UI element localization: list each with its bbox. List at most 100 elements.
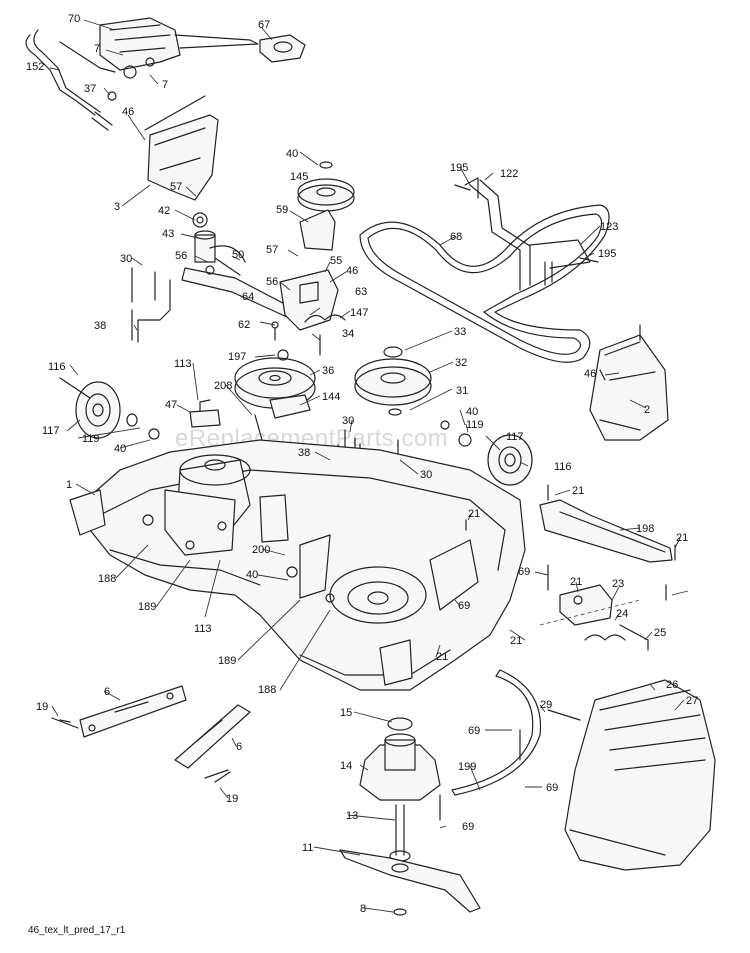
callout-label: 21 <box>436 651 448 663</box>
callout-label: 57 <box>266 244 278 256</box>
callout-label: 40 <box>246 569 258 581</box>
callout-label: 145 <box>290 171 308 183</box>
pulley-36 <box>234 357 316 419</box>
idler-pulley-145 <box>297 161 355 251</box>
callout-label: 25 <box>654 627 666 639</box>
callout-label: 8 <box>360 903 366 915</box>
fasteners <box>59 324 676 821</box>
belt-68 <box>359 204 610 363</box>
callout-label: 69 <box>468 725 480 737</box>
callout-label: 3 <box>114 201 120 213</box>
callout-label: 50 <box>232 249 244 261</box>
callout-label: 200 <box>252 544 270 556</box>
callout-label: 36 <box>322 365 334 377</box>
callout-label: 19 <box>36 701 48 713</box>
callout-label: 32 <box>455 357 467 369</box>
callout-label: 21 <box>572 485 584 497</box>
callout-label: 55 <box>330 255 342 267</box>
callout-label: 69 <box>546 782 558 794</box>
rods-and-bolts-left <box>131 267 263 441</box>
callout-labels: 70 67 7 7 152 37 46 3 57 42 43 56 50 40 … <box>26 13 698 915</box>
bracket-6-upper <box>51 685 187 738</box>
callout-label: 21 <box>570 576 582 588</box>
callout-label: 34 <box>342 328 354 340</box>
callout-label: 195 <box>598 248 616 260</box>
callout-label: 69 <box>518 566 530 578</box>
callout-label: 43 <box>162 228 174 240</box>
callout-label: 21 <box>676 532 688 544</box>
callout-label: 63 <box>355 286 367 298</box>
callout-label: 7 <box>94 43 100 55</box>
callout-label: 11 <box>302 842 313 854</box>
callout-label: 6 <box>236 741 242 753</box>
gauge-wheel-left <box>59 377 160 440</box>
callout-label: 30 <box>342 415 354 427</box>
bracket-23 <box>539 584 649 651</box>
callout-label: 64 <box>242 291 254 303</box>
callout-label: 123 <box>600 221 618 233</box>
guard-199 <box>451 669 542 796</box>
callout-label: 30 <box>120 253 132 265</box>
callout-label: 37 <box>84 83 96 95</box>
drawing-code: 46_tex_lt_pred_17_r1 <box>28 925 126 936</box>
callout-label: 189 <box>138 601 156 613</box>
callout-label: 46 <box>346 265 358 277</box>
callout-label: 119 <box>466 419 484 431</box>
callout-label: 13 <box>346 810 358 822</box>
callout-label: 26 <box>666 679 678 691</box>
belt-keeper-brackets <box>454 177 599 291</box>
callout-label: 40 <box>114 443 126 455</box>
callout-label: 56 <box>266 276 278 288</box>
callout-label: 31 <box>456 385 468 397</box>
callout-label: 19 <box>226 793 238 805</box>
callout-label: 116 <box>48 361 66 373</box>
callout-label: 46 <box>122 106 134 118</box>
parts-artwork <box>25 17 716 916</box>
callout-label: 199 <box>458 761 476 773</box>
callout-label: 122 <box>500 168 518 180</box>
callout-label: 42 <box>158 205 170 217</box>
callout-label: 1 <box>66 479 72 491</box>
belt-guard-3 <box>144 95 219 201</box>
callout-label: 33 <box>454 326 466 338</box>
callout-label: 208 <box>214 380 232 392</box>
lift-bracket-assembly <box>25 17 306 131</box>
idler-arm-assembly <box>181 212 301 323</box>
callout-label: 152 <box>26 61 44 73</box>
callout-label: 189 <box>218 655 236 667</box>
gauge-wheel-right <box>440 420 533 486</box>
callout-label: 195 <box>450 162 468 174</box>
callout-label: 59 <box>276 204 288 216</box>
callout-label: 38 <box>94 320 106 332</box>
mower-deck-1 <box>69 439 526 691</box>
leader-lines <box>49 19 689 913</box>
callout-label: 119 <box>82 433 100 445</box>
callout-label: 7 <box>162 79 168 91</box>
callout-label: 15 <box>340 707 352 719</box>
belt-cover-198 <box>539 499 673 563</box>
callout-label: 144 <box>322 391 340 403</box>
callout-label: 21 <box>468 508 480 520</box>
callout-label: 23 <box>612 578 624 590</box>
callout-label: 2 <box>644 404 650 416</box>
callout-label: 68 <box>450 231 462 243</box>
callout-label: 21 <box>510 635 522 647</box>
bracket-6-lower <box>174 704 251 779</box>
callout-label: 116 <box>554 461 572 473</box>
spindle-assembly-14 <box>359 717 441 862</box>
callout-label: 24 <box>616 608 628 620</box>
callout-label: 38 <box>298 447 310 459</box>
callout-label: 113 <box>174 358 192 370</box>
callout-label: 67 <box>258 19 270 31</box>
callout-label: 69 <box>458 600 470 612</box>
callout-label: 47 <box>165 399 177 411</box>
pulley-32 <box>354 346 432 416</box>
callout-label: 40 <box>286 148 298 160</box>
callout-label: 6 <box>104 686 110 698</box>
callout-label: 62 <box>238 319 250 331</box>
callout-label: 46 <box>584 368 596 380</box>
callout-label: 56 <box>175 250 187 262</box>
callout-label: 147 <box>350 307 368 319</box>
callout-label: 197 <box>228 351 246 363</box>
